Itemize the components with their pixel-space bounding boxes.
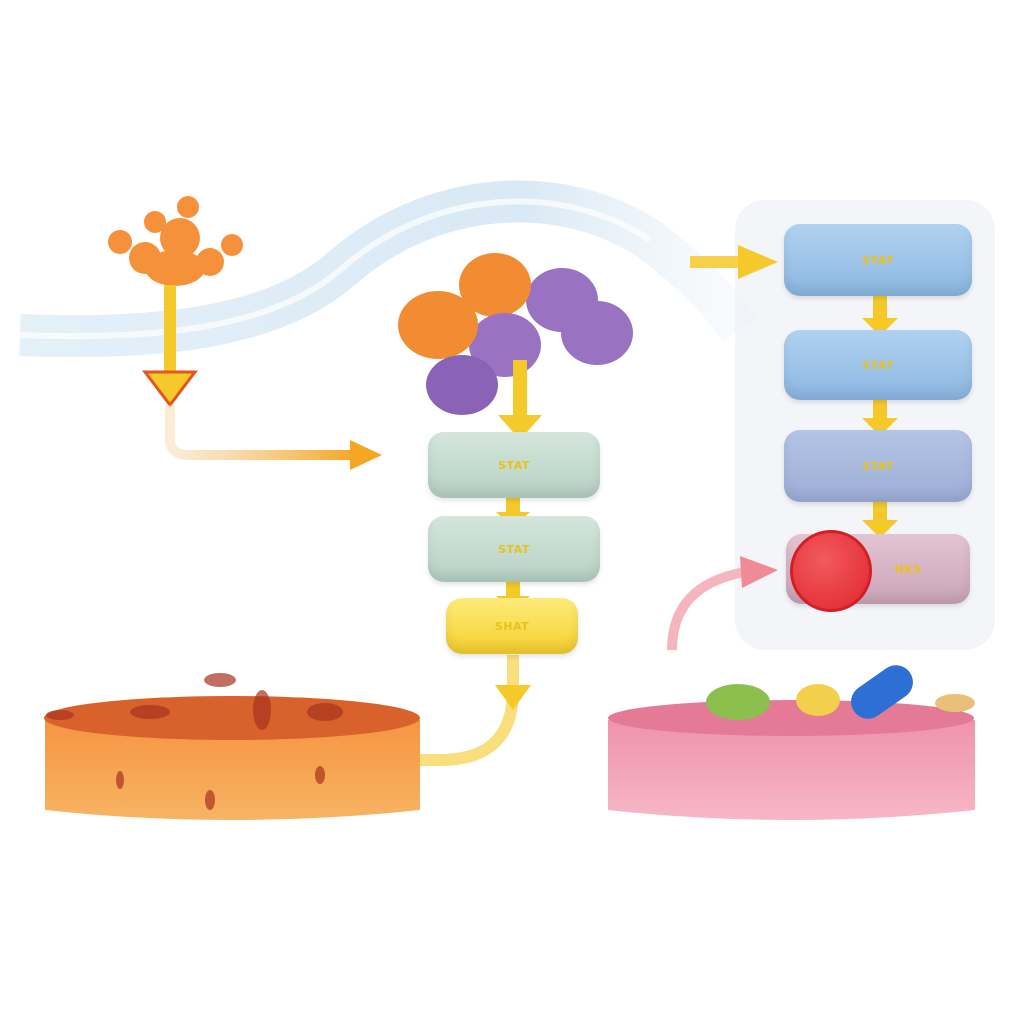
orange-molecule-cluster [108,196,243,286]
middle-box-3-label: SHAT [494,619,530,633]
middle-box-2-label: STAT [498,542,530,556]
pink-feedback-arrow-head [740,556,778,588]
inflamed-tissue [44,673,420,820]
middle-box-1: STAT [428,432,600,498]
tissue-connector-arrow-head [495,685,531,710]
tissue-connector-arrow [420,655,519,766]
right-arrows [862,296,898,538]
elbow-arrow-head [350,440,382,470]
yellow-particles [796,684,840,716]
green-particles [706,684,770,720]
healthy-tissue [608,665,975,820]
pink-feedback-arrow [667,567,746,651]
right-box-2-label: STAT [862,358,894,372]
right-box-3-label: STAT [862,459,894,473]
right-box-1-label: STAT [862,253,894,267]
down-arrow-shaft [164,285,176,375]
middle-box-2: STAT [428,516,600,582]
vessel-highlight [19,198,652,340]
middle-box-1-label: STAT [498,458,530,472]
right-box-2: STAT [784,330,972,400]
blue-pill-icon [851,665,913,719]
cluster-arrow-head [498,415,542,440]
receptor-cluster [398,253,633,415]
right-box-3: STAT [784,430,972,502]
top-right-arrow-head [738,245,778,279]
blood-vessel [19,180,758,358]
red-ball [790,530,872,612]
elbow-arrow [165,405,355,460]
down-arrow-head [141,370,199,408]
right-box-4-label: NKS [894,562,922,576]
middle-box-3: SHAT [446,598,578,654]
right-box-1: STAT [784,224,972,296]
